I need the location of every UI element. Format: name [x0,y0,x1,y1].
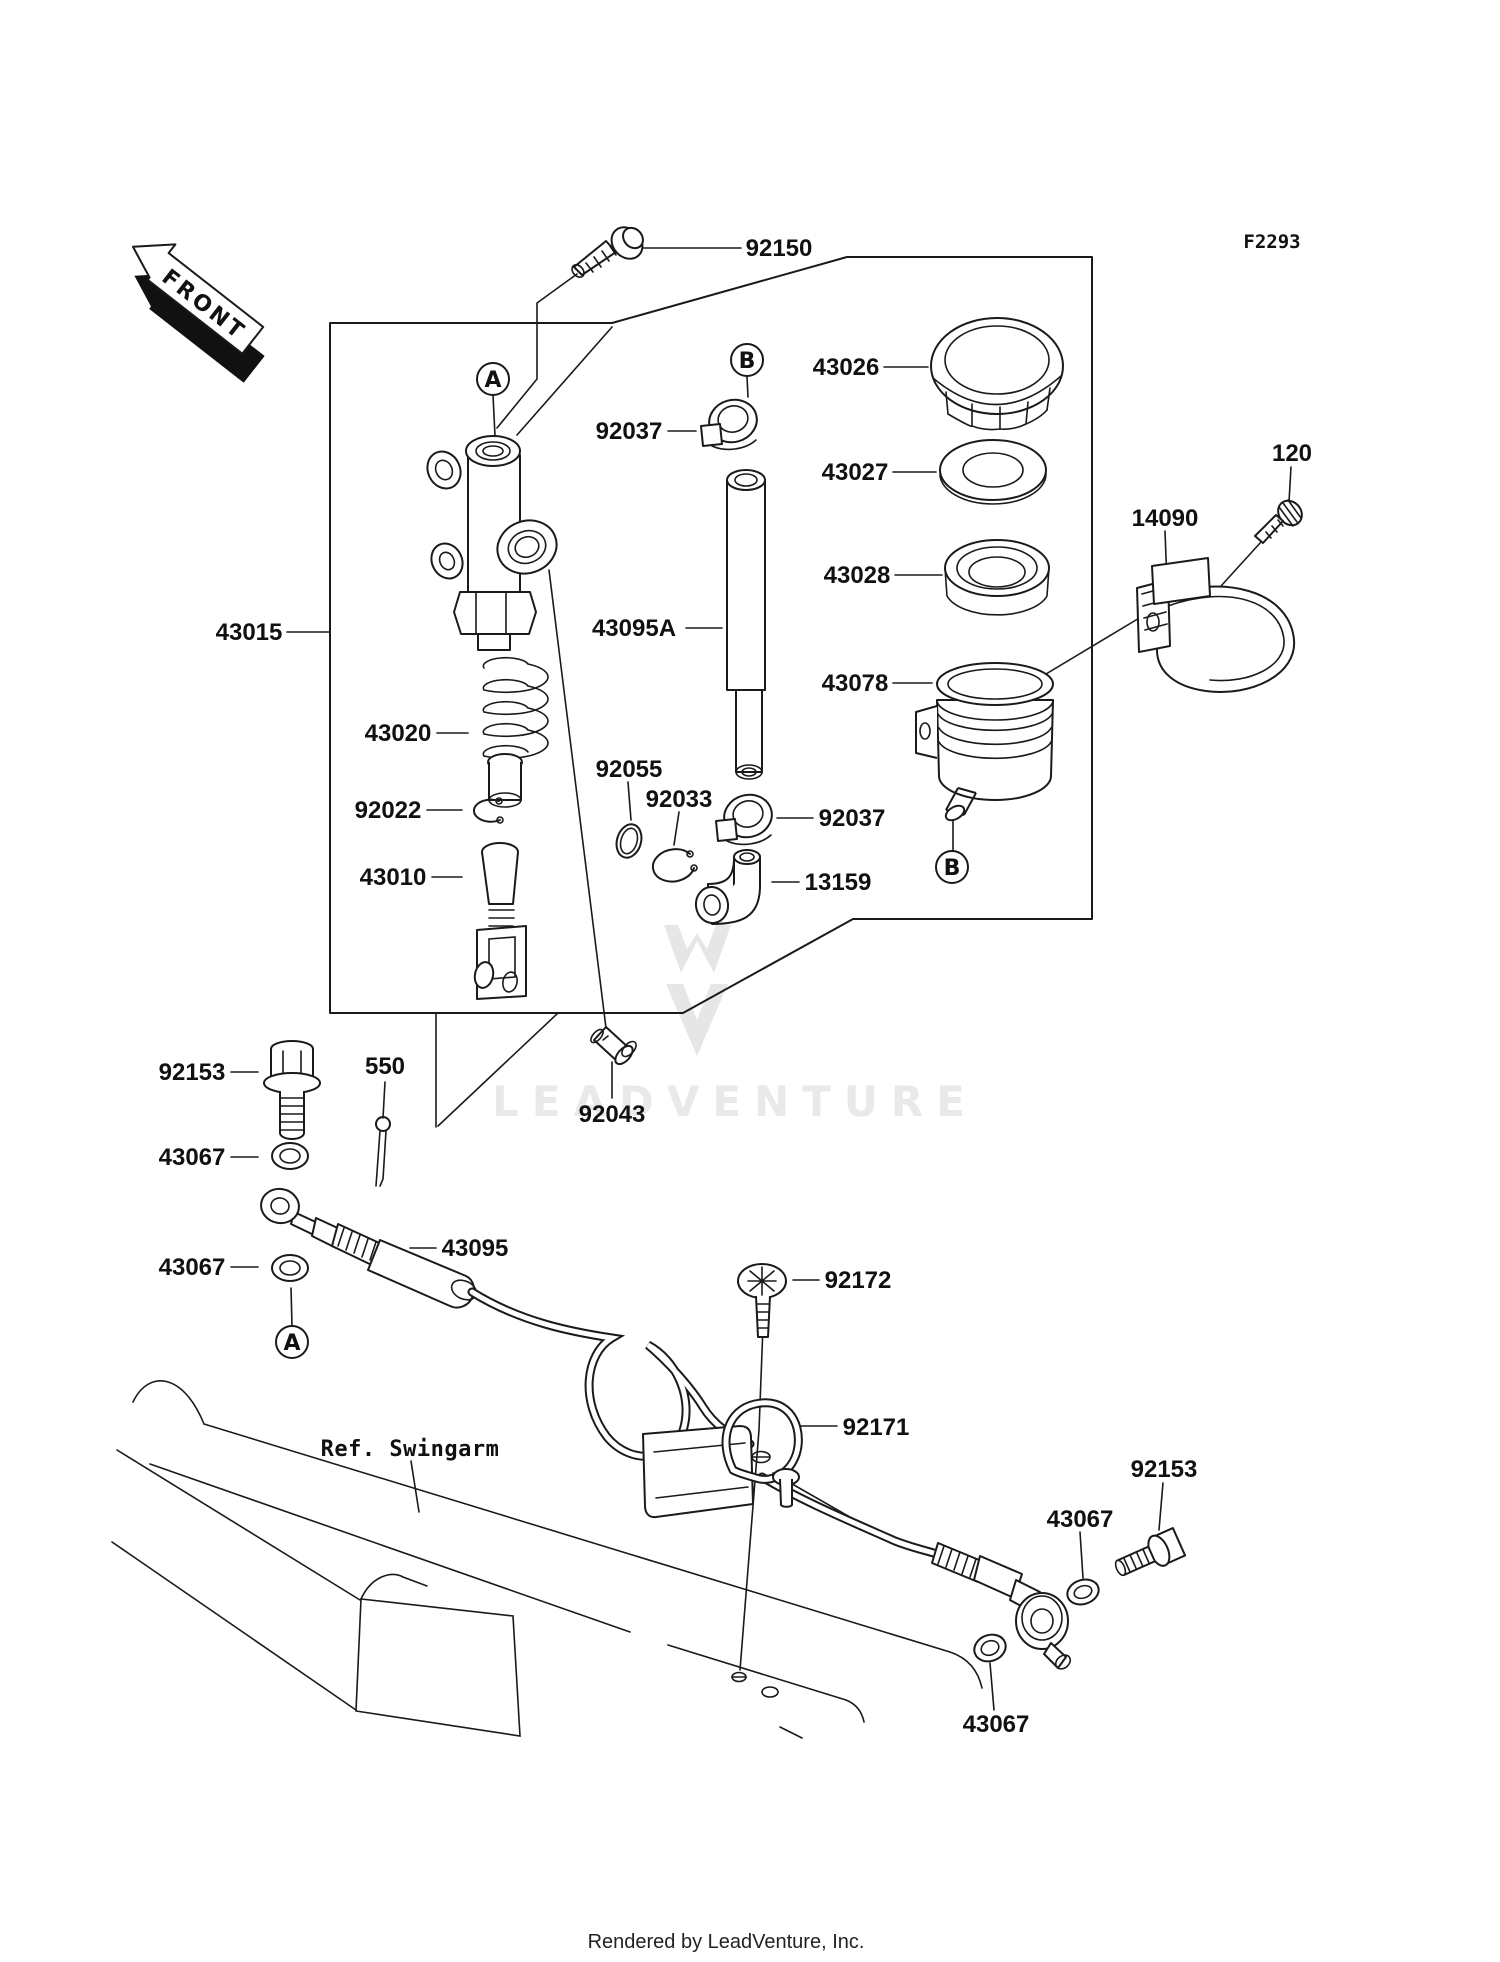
screw-120-drawing [1254,499,1303,544]
part-label-550: 550 [365,1053,405,1080]
callout-a-top: A [476,362,510,396]
part-label-92037-mid: 92037 [819,805,886,832]
bolt-92153-left-drawing [263,1040,321,1140]
part-label-43095a: 43095A [592,615,676,642]
reservoir-bottle-drawing [915,662,1054,822]
part-label-92055: 92055 [596,756,663,783]
clevis-pin-92043-drawing [590,1026,637,1066]
part-label-43010: 43010 [360,864,427,891]
part-label-92153-right: 92153 [1131,1456,1198,1483]
spring-drawing [482,656,549,808]
part-label-43067-right2: 43067 [963,1711,1030,1738]
callout-a-bottom-letter: A [283,1331,300,1356]
bolt-92153-right-drawing [1114,1527,1187,1577]
cotter-pin-550-drawing [375,1116,391,1187]
part-label-43078: 43078 [822,670,889,697]
part-label-43026: 43026 [813,354,880,381]
footer-credit: Rendered by LeadVenture, Inc. [588,1931,865,1953]
part-label-92022: 92022 [355,797,422,824]
clamp-14090-drawing [1136,557,1296,693]
oring-92055-drawing [615,823,643,859]
diaphragm-drawing [944,539,1050,616]
callout-b-bottom: B [935,850,969,884]
leadventure-watermark-logo [664,925,731,1056]
pushrod-clevis-drawing [473,842,527,1000]
circlip-92033-drawing [651,848,698,883]
part-label-43067-right1: 43067 [1047,1506,1114,1533]
part-label-92043: 92043 [579,1101,646,1128]
part-label-92150: 92150 [746,235,813,262]
part-label-92153-left: 92153 [159,1059,226,1086]
leadventure-watermark-text: LEADVENTURE [492,1077,978,1126]
part-label-43015: 43015 [216,619,283,646]
circlip-92022-drawing [472,797,504,824]
bolt-92150-drawing [571,226,644,278]
figure-code: F2293 [1243,231,1300,253]
callout-b-top-letter: B [739,349,756,374]
callout-b-top: B [730,343,764,377]
cap-washer-drawing [939,439,1047,505]
ref-swingarm-label: Ref. Swingarm [321,1437,500,1462]
front-arrow: FRONT [131,243,265,383]
part-label-43095: 43095 [442,1235,509,1262]
part-label-43067-left1: 43067 [159,1144,226,1171]
hose-clamp-92037-top-drawing [700,398,758,451]
leader-lines [230,247,1292,1711]
part-label-92037-top: 92037 [596,418,663,445]
swingarm-drawing [111,1380,983,1739]
master-cylinder-drawing [426,435,558,651]
washer-43067-right1-drawing [1066,1578,1100,1606]
part-label-120: 120 [1272,440,1312,467]
elbow-13159-drawing [694,849,761,925]
callout-b-bottom-letter: B [944,856,961,881]
part-label-92171: 92171 [843,1414,910,1441]
callout-a-bottom: A [275,1325,309,1359]
part-label-43067-left2: 43067 [159,1254,226,1281]
washer-43067-left2-drawing [271,1254,309,1282]
reservoir-cap-drawing [930,317,1064,431]
part-label-92172: 92172 [825,1267,892,1294]
tie-rod-43095-drawing [260,1187,478,1309]
reservoir-hose-drawing [726,469,766,780]
washer-43067-left1-drawing [271,1142,309,1170]
cable-guide-92171-drawing [642,1398,803,1519]
assembly-boundary-box [329,256,1093,1014]
part-label-13159: 13159 [805,869,872,896]
washer-43067-right2-drawing [973,1633,1007,1663]
part-label-14090: 14090 [1132,505,1199,532]
screw-92172-drawing [737,1263,787,1338]
part-label-43020: 43020 [365,720,432,747]
part-label-43027: 43027 [822,459,889,486]
hose-end-banjo-drawing [931,1542,1072,1670]
hose-clamp-92037-mid-drawing [715,793,773,846]
part-label-92033: 92033 [646,786,713,813]
callout-a-top-letter: A [484,368,501,393]
part-label-43028: 43028 [824,562,891,589]
